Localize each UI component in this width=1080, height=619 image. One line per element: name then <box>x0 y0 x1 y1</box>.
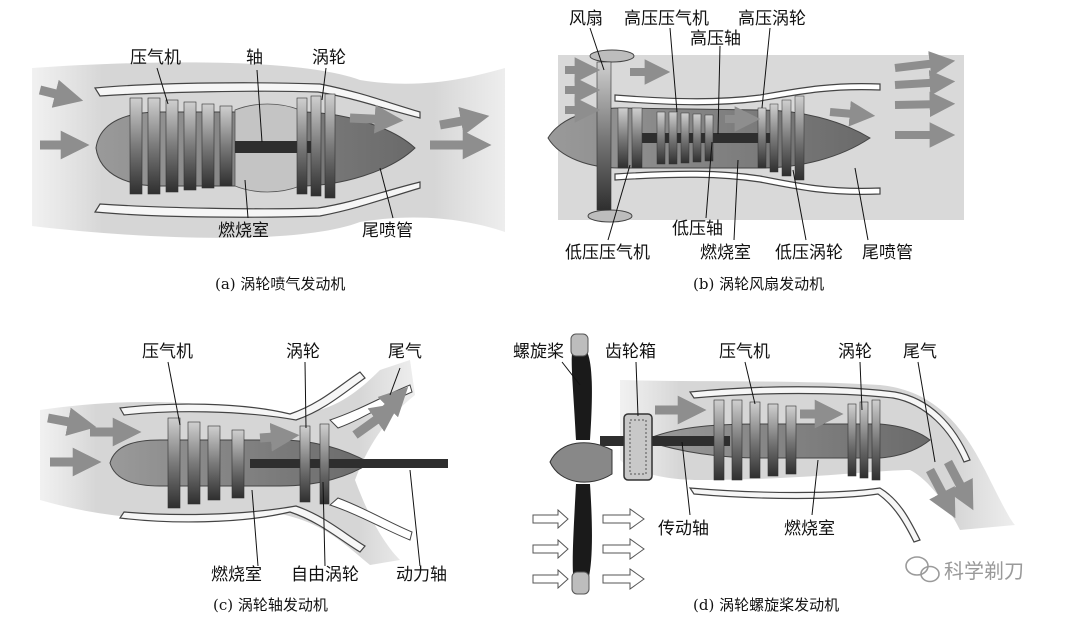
panel-d-drive-shaft <box>600 436 730 446</box>
panel-c-label-combustor: 燃烧室 <box>211 565 262 585</box>
panel-a-label-nozzle: 尾喷管 <box>362 221 413 241</box>
panel-a-label-combustor: 燃烧室 <box>218 221 269 241</box>
panel-a-casing <box>93 82 421 218</box>
panel-b-fan-blade <box>596 61 612 211</box>
watermark-text: 科学剃刀 <box>944 559 1024 583</box>
panel-b-label-lp-compressor: 低压压气机 <box>565 243 650 263</box>
panel-a-compressor-blades <box>129 97 233 195</box>
panel-d-flow-arrows <box>655 395 974 519</box>
panel-c-power-shaft <box>250 459 448 468</box>
panel-b-label-hp-shaft: 高压轴 <box>690 29 741 49</box>
panel-d-label-gearbox: 齿轮箱 <box>605 342 656 362</box>
panel-d-propeller <box>570 333 592 595</box>
panel-b-label-hp-compressor: 高压压气机 <box>624 9 709 29</box>
panel-c-turbine-blades <box>299 423 330 505</box>
panel-c-label-power-shaft: 动力轴 <box>396 565 447 585</box>
panel-c-caption: (c) 涡轮轴发动机 <box>213 596 328 614</box>
panel-c-exhaust-duct <box>329 384 413 541</box>
panel-c-leader-lines <box>167 361 421 567</box>
wechat-icon <box>905 556 940 583</box>
panel-a-label-compressor: 压气机 <box>130 48 181 68</box>
panel-d-label-drive-shaft: 传动轴 <box>658 519 709 539</box>
panel-b-fan-cowl-top <box>589 49 635 63</box>
panel-d-turbine-blades <box>847 399 881 481</box>
panel-d-casing <box>688 386 971 543</box>
panel-d-label-turbine: 涡轮 <box>838 342 872 362</box>
panel-b-turbofan: 风扇 高压压气机 高压涡轮 高压轴 低压压气机 低压轴 燃烧室 低压涡轮 尾喷管… <box>547 9 964 293</box>
panel-a-flow-arrows <box>38 79 492 160</box>
panel-d-label-exhaust: 尾气 <box>903 342 937 362</box>
panel-a-shaft <box>235 141 315 153</box>
panel-c-label-turbine: 涡轮 <box>286 342 320 362</box>
panel-d-spinner <box>549 442 613 483</box>
watermark: 科学剃刀 <box>905 556 1024 583</box>
panel-c-flow-arrows <box>47 386 409 477</box>
panel-b-caption: (b) 涡轮风扇发动机 <box>693 275 824 293</box>
panel-b-leader-lines <box>589 27 869 241</box>
panel-d-gearbox-inner <box>629 419 647 475</box>
panel-c-casing <box>118 371 366 553</box>
panel-d-turboprop: 螺旋桨 齿轮箱 压气机 涡轮 尾气 传动轴 燃烧室 (d) 涡轮螺旋桨发动机 <box>513 333 1015 614</box>
panel-c-label-compressor: 压气机 <box>142 342 193 362</box>
panel-b-fan-cowl-bottom <box>587 209 633 223</box>
panel-d-caption: (d) 涡轮螺旋桨发动机 <box>693 596 839 614</box>
panel-d-compressor-blades <box>713 399 797 481</box>
panel-b-label-combustor: 燃烧室 <box>700 243 751 263</box>
panel-a-label-shaft: 轴 <box>246 48 263 68</box>
panel-a-turbojet: 压气机 轴 涡轮 燃烧室 尾喷管 (a) 涡轮喷气发动机 <box>32 48 505 293</box>
panel-b-casing-lower <box>614 170 881 195</box>
panel-b-label-lp-turbine: 低压涡轮 <box>775 243 843 263</box>
panel-d-gearbox <box>623 413 653 481</box>
panel-d-label-propeller: 螺旋桨 <box>513 342 564 362</box>
panel-a-label-turbine: 涡轮 <box>312 48 346 68</box>
panel-b-label-hp-turbine: 高压涡轮 <box>738 9 806 29</box>
panel-d-leader-lines <box>561 361 936 516</box>
panel-b-label-nozzle: 尾喷管 <box>862 243 913 263</box>
panel-d-label-combustor: 燃烧室 <box>784 519 835 539</box>
panel-d-label-compressor: 压气机 <box>719 342 770 362</box>
panel-a-leader-lines <box>156 67 394 219</box>
panel-a-turbine-blades <box>296 93 336 199</box>
panel-b-compressor-blades <box>617 107 714 169</box>
panel-c-turboshaft: 压气机 涡轮 尾气 燃烧室 自由涡轮 动力轴 (c) 涡轮轴发动机 <box>40 342 448 614</box>
panel-b-casing-upper <box>614 83 881 106</box>
panel-b-label-lp-shaft: 低压轴 <box>672 219 723 239</box>
panel-b-flow-arrows <box>565 51 956 148</box>
panel-c-label-exhaust: 尾气 <box>388 342 422 362</box>
panel-c-compressor-blades <box>167 417 245 509</box>
panel-d-inflow-arrows <box>532 508 645 590</box>
panel-a-caption: (a) 涡轮喷气发动机 <box>215 275 345 293</box>
panel-c-label-free-turbine: 自由涡轮 <box>291 565 359 585</box>
panel-b-turbine-blades <box>757 95 805 181</box>
panel-b-label-fan: 风扇 <box>569 9 603 29</box>
